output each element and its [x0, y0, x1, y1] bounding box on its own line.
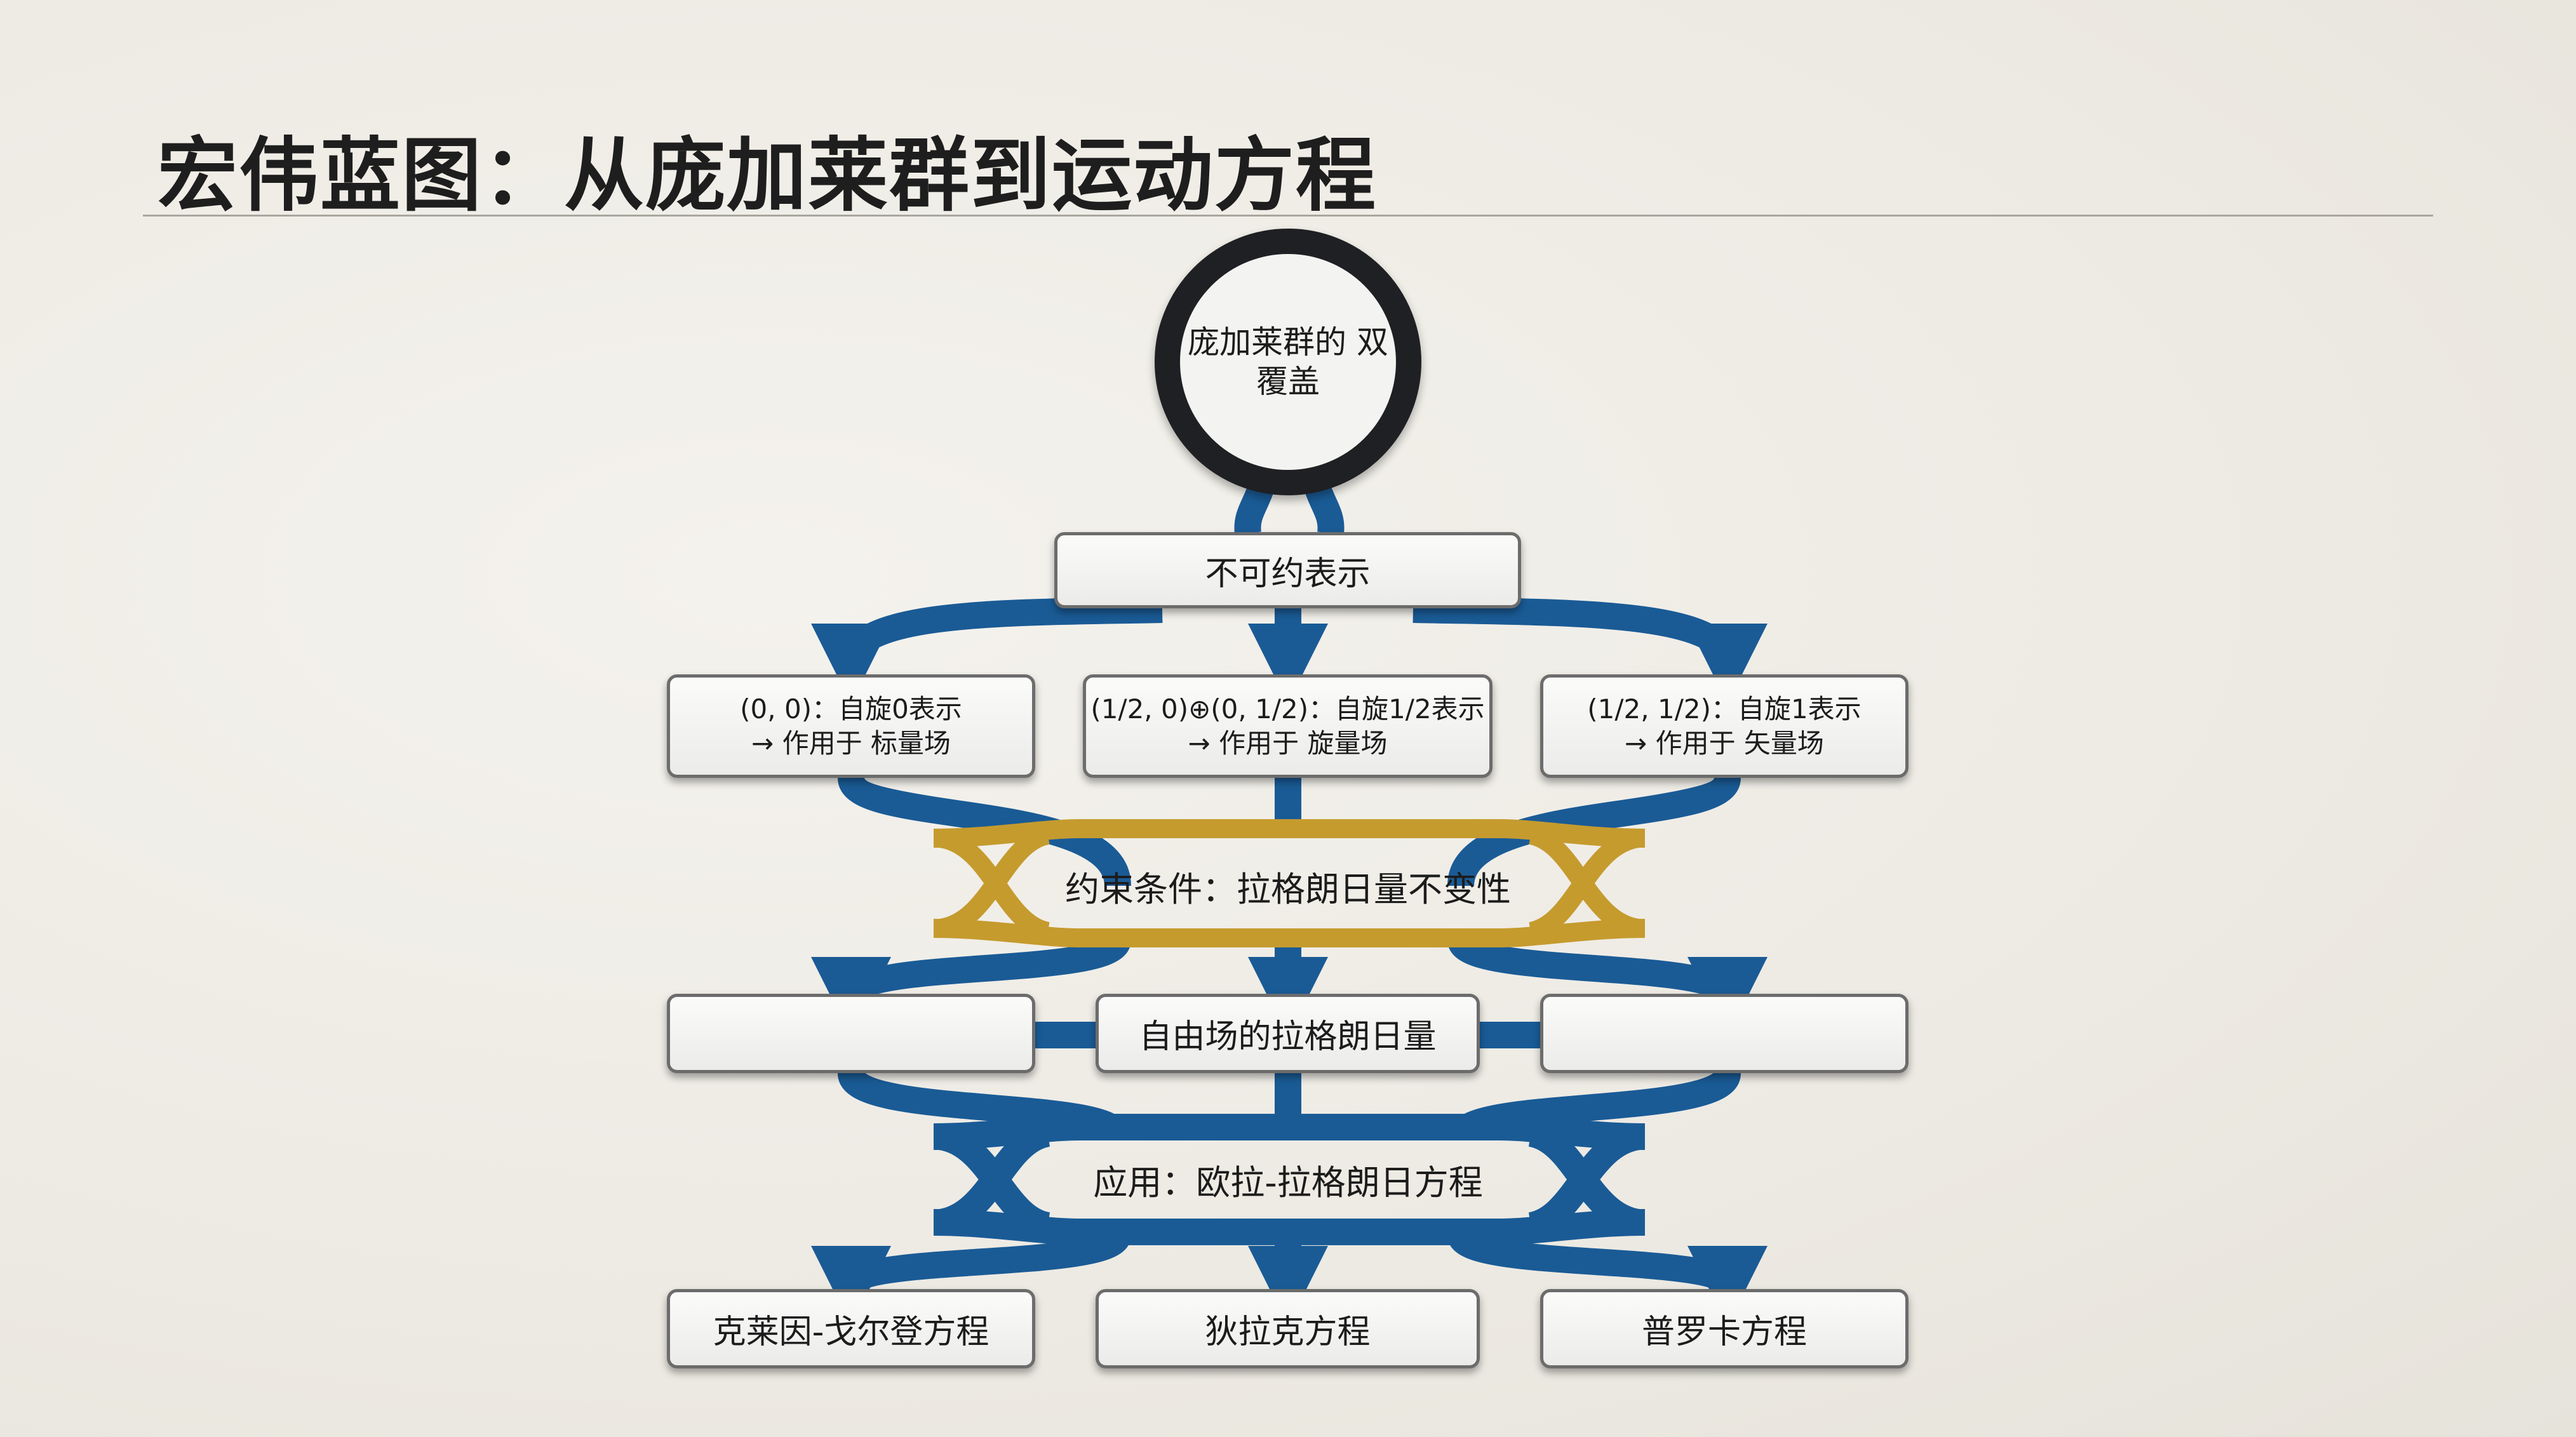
root-label-line2: 双覆盖 [1256, 324, 1388, 400]
rep-spin-half-line1: (1/2, 0)⊕(0, 1/2)：自旋1/2表示 [1090, 693, 1485, 725]
rep-spin0-line1: (0, 0)：自旋0表示 [740, 693, 962, 725]
arrow-to-rep-left [811, 596, 1163, 704]
constraint-cross-left [938, 825, 1050, 938]
application-cross-right [1527, 1120, 1642, 1236]
constraint-band [933, 919, 1646, 947]
application-cross-left [937, 1120, 1051, 1236]
rep-spin1-line2: → 作用于 矢量场 [1625, 727, 1824, 759]
application-band [933, 1114, 1646, 1150]
equation-box-klein-gordon: 克莱因-戈尔登方程 [667, 1289, 1035, 1368]
constraint-cross-right [1528, 825, 1640, 938]
arrow-to-proca [1447, 1229, 1768, 1326]
rep-box-spin0: (0, 0)：自旋0表示 → 作用于 标量场 [667, 674, 1035, 778]
application-band [933, 1209, 1646, 1245]
arrow-to-row3-right [1447, 935, 1768, 1037]
flow-right-into-constraint [1447, 775, 1741, 888]
rep-box-spin1: (1/2, 1/2)：自旋1表示 → 作用于 矢量场 [1540, 674, 1909, 778]
equation-box-proca: 普罗卡方程 [1540, 1289, 1909, 1368]
lagrangian-label: 自由场的拉格朗日量 [1139, 1018, 1437, 1056]
title-divider [143, 215, 2433, 217]
row3-box-right [1540, 994, 1909, 1073]
root-label-line1: 庞加莱群的 [1188, 324, 1347, 361]
row3-box-left [667, 994, 1035, 1073]
constraint-band [933, 819, 1646, 848]
klein-gordon-label: 克莱因-戈尔登方程 [713, 1313, 989, 1351]
rep-spin-half-line2: → 作用于 旋量场 [1188, 727, 1388, 759]
irreducible-representations-box: 不可约表示 [1054, 532, 1521, 608]
dirac-label: 狄拉克方程 [1205, 1313, 1371, 1351]
arrow-to-row3-left [811, 935, 1131, 1037]
proca-label: 普罗卡方程 [1641, 1313, 1807, 1351]
rep-spin1-line1: (1/2, 1/2)：自旋1表示 [1587, 693, 1862, 725]
poincare-double-cover-node: 庞加莱群的 双覆盖 [1155, 229, 1421, 495]
arrow-to-klein-gordon [811, 1229, 1131, 1326]
application-label: 应用：欧拉-拉格朗日方程 [1093, 1163, 1483, 1203]
rep-box-spin-half: (1/2, 0)⊕(0, 1/2)：自旋1/2表示 → 作用于 旋量场 [1083, 674, 1493, 778]
page-title: 宏伟蓝图：从庞加莱群到运动方程 [158, 128, 1377, 222]
irreps-label: 不可约表示 [1205, 554, 1371, 593]
flow-left-into-constraint [838, 775, 1131, 888]
equation-box-dirac: 狄拉克方程 [1096, 1289, 1480, 1368]
rep-spin0-line2: → 作用于 标量场 [751, 727, 951, 759]
constraint-label: 约束条件：拉格朗日量不变性 [1065, 869, 1511, 909]
free-field-lagrangian-box: 自由场的拉格朗日量 [1096, 994, 1480, 1073]
arrow-to-rep-right [1412, 596, 1768, 704]
